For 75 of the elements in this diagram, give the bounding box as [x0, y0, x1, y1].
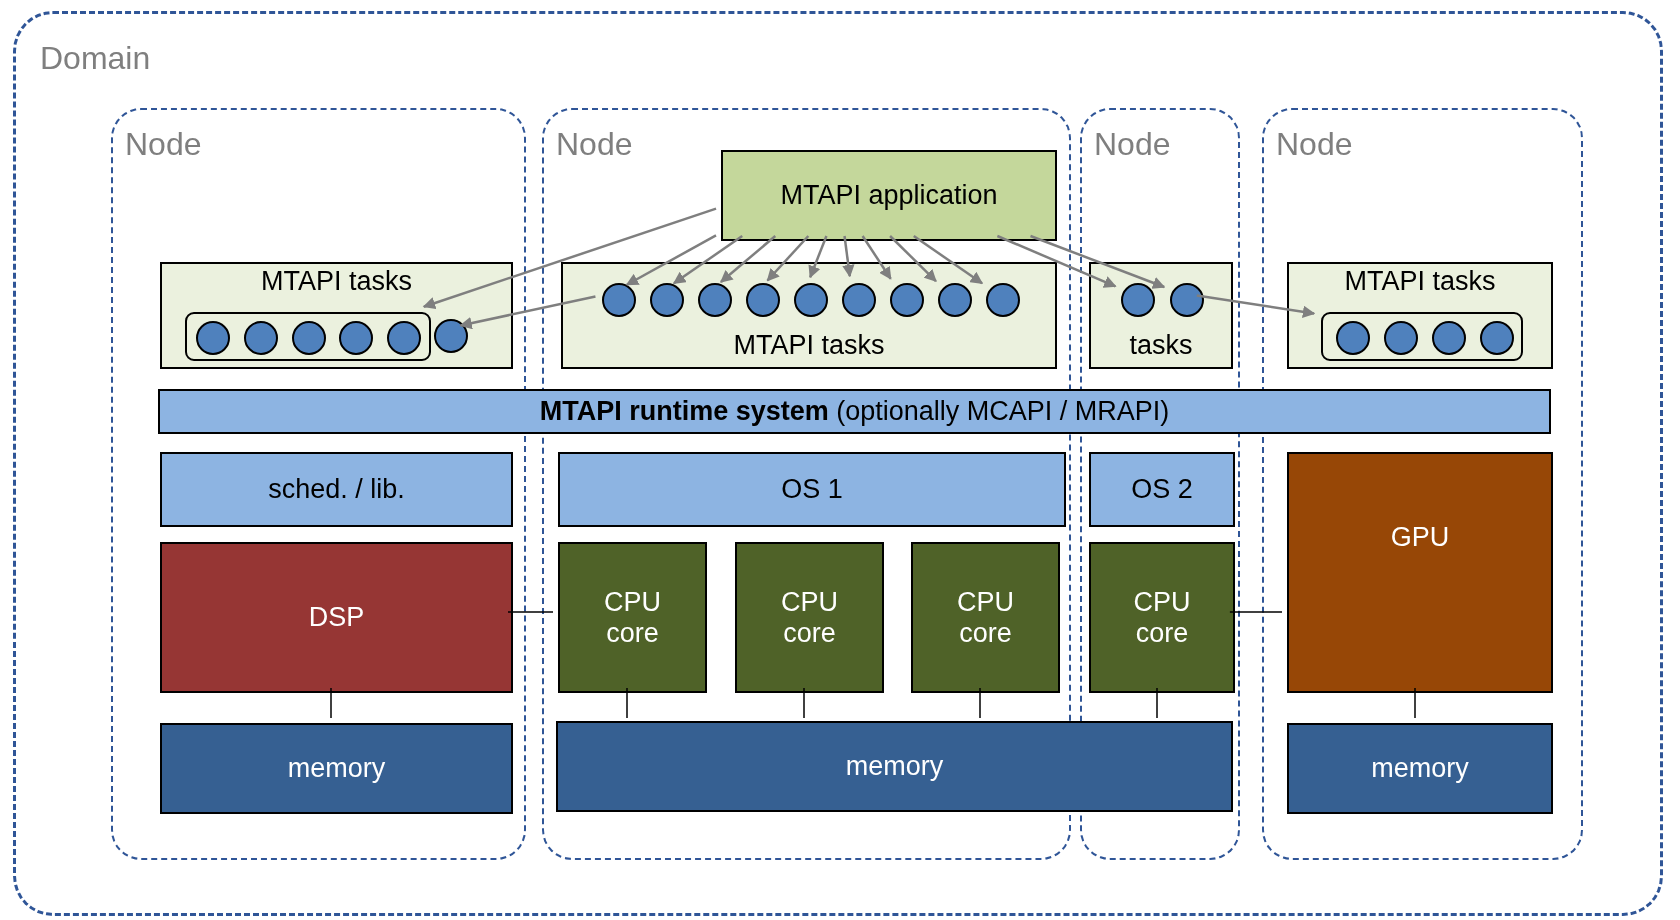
software-layer-box: sched. / lib.: [160, 452, 513, 527]
dsp-box: DSP: [160, 542, 513, 693]
arrow: [720, 235, 777, 283]
panel-title: MTAPI tasks: [732, 330, 886, 361]
boundary-label: Node: [1094, 126, 1171, 163]
node-boundary: [111, 108, 526, 860]
arrow: [861, 235, 892, 280]
node-boundary: [1262, 108, 1583, 860]
cpu-core-box: CPU core: [1089, 542, 1235, 693]
arrow: [842, 235, 855, 278]
task-circle: [650, 283, 684, 317]
task-circle: [196, 321, 230, 355]
connector-line: [803, 687, 805, 719]
boundary-label: Domain: [40, 40, 151, 77]
connector-line: [1414, 687, 1416, 719]
task-panel: [1287, 262, 1553, 369]
task-circle: [698, 283, 732, 317]
task-circle: [339, 321, 373, 355]
arrow: [625, 234, 717, 286]
panel-title: MTAPI tasks: [1343, 266, 1497, 297]
arrow: [422, 207, 717, 310]
task-circle: [794, 283, 828, 317]
task-circle: [1170, 283, 1204, 317]
connector-line: [979, 687, 981, 719]
task-panel: [1089, 262, 1233, 369]
arrow: [889, 235, 937, 282]
task-panel: [160, 262, 513, 369]
arrow: [766, 235, 810, 282]
gpu-box: GPU: [1287, 452, 1553, 693]
arrow: [996, 234, 1117, 288]
boundary-label: Node: [1276, 126, 1353, 163]
runtime-bar: MTAPI runtime system (optionally MCAPI / MRAPI): [158, 389, 1551, 434]
task-circle: [938, 283, 972, 317]
arrow: [1196, 294, 1316, 318]
application-box: MTAPI application: [721, 150, 1057, 241]
task-circle: [890, 283, 924, 317]
boundary-label: Node: [125, 126, 202, 163]
software-layer-box: OS 1: [558, 452, 1066, 527]
connector-line: [1156, 687, 1158, 719]
task-group: [1321, 312, 1523, 361]
task-circle: [1480, 321, 1514, 355]
task-circle: [1121, 283, 1155, 317]
connector-line: [507, 611, 554, 613]
task-circle: [292, 321, 326, 355]
arrow: [459, 295, 596, 330]
software-layer-box: OS 2: [1089, 452, 1235, 527]
task-circle: [602, 283, 636, 317]
task-circle: [244, 321, 278, 355]
domain-boundary: [13, 11, 1663, 916]
cpu-core-box: CPU core: [911, 542, 1060, 693]
connector-line: [330, 687, 332, 719]
task-group: [185, 312, 431, 361]
task-panel: [561, 262, 1057, 369]
boundary-label: Node: [556, 126, 633, 163]
cpu-core-box: CPU core: [558, 542, 707, 693]
task-circle: [1336, 321, 1370, 355]
memory-box: memory: [556, 721, 1233, 812]
cpu-core-box: CPU core: [735, 542, 884, 693]
panel-title: MTAPI tasks: [260, 266, 413, 297]
connector-line: [626, 687, 628, 719]
task-circle: [387, 321, 421, 355]
memory-box: memory: [1287, 723, 1553, 814]
task-circle: [746, 283, 780, 317]
connector-line: [1229, 611, 1283, 613]
arrow: [1030, 234, 1166, 289]
memory-box: memory: [160, 723, 513, 814]
task-circle: [1384, 321, 1418, 355]
arrow: [808, 235, 828, 279]
task-circle: [986, 283, 1020, 317]
task-circle: [434, 319, 468, 353]
task-circle: [1432, 321, 1466, 355]
arrow: [913, 234, 984, 285]
task-circle: [842, 283, 876, 317]
panel-title: tasks: [1128, 330, 1194, 361]
arrow: [672, 234, 743, 285]
